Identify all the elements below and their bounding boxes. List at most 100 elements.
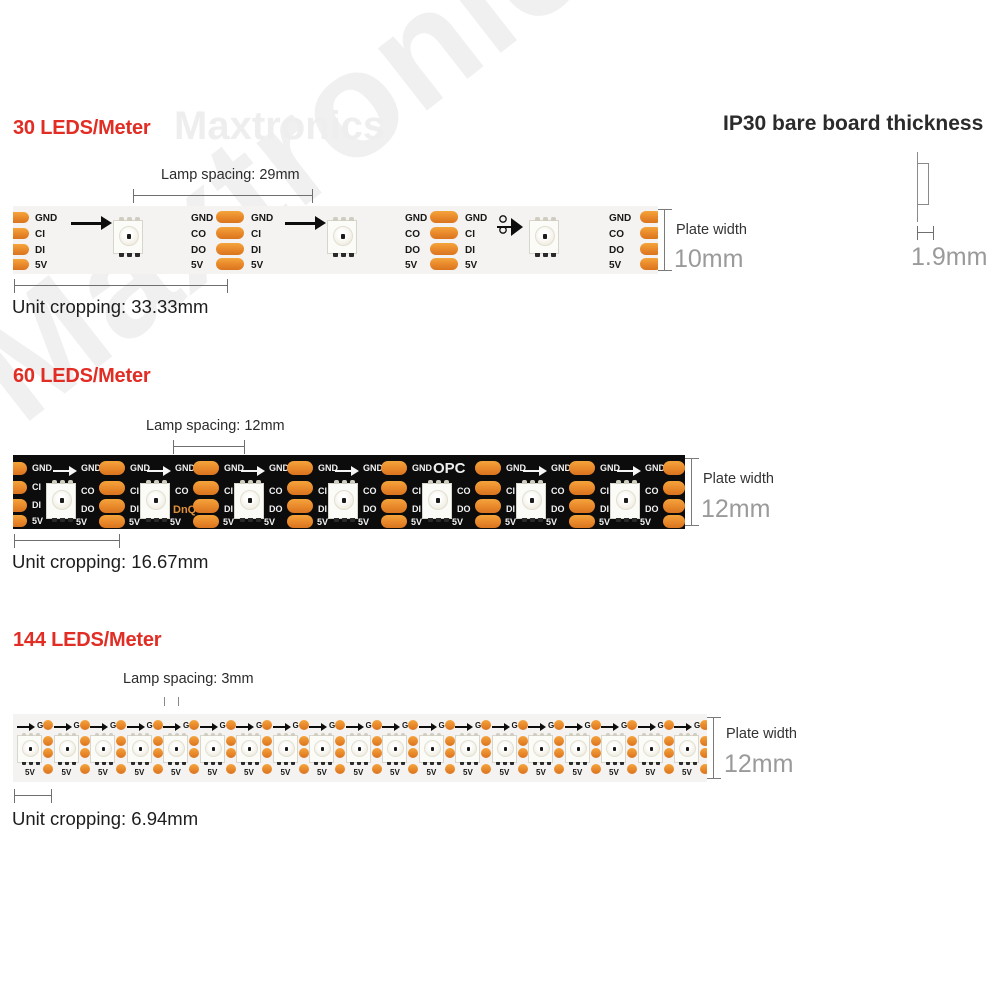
pad-co [287,481,313,495]
pad-signal [481,720,491,730]
led-package [309,733,334,765]
flow-arrow [523,466,547,476]
lamp-spacing-dimension-60 [173,440,245,454]
pad-label-co-out: CO [363,486,377,496]
pad-label-di-in: DI [506,504,515,514]
flow-arrow [382,723,400,731]
pad-signal [189,736,199,746]
pad-gnd [430,211,458,223]
pad-signal [700,720,707,730]
pad-5v [189,764,199,774]
pad-label-5v-out: 5V [76,517,88,527]
pad-label-g: G [329,721,336,730]
led-package [163,733,188,765]
lamp-spacing-label-60: Lamp spacing: 12mm [146,418,285,434]
pad-signal [517,748,528,758]
pad-do [193,499,219,513]
pad-label-5v-in: 5V [251,260,264,271]
pad-label-gnd-out: GND [609,213,632,224]
pad-5v [116,764,126,774]
pad-signal [298,736,309,746]
pad-label-5v-out: 5V [546,517,558,527]
flow-arrow [236,723,254,731]
pad-5v [590,764,601,774]
unit-cropping-dimension-30 [14,279,228,293]
pad-label-gnd-out: GND [363,463,383,473]
pad-signal [700,748,707,758]
pad-signal [225,736,236,746]
plate-width-label-30: Plate width [676,222,747,238]
led-package [234,480,264,522]
led-package [529,217,559,257]
pad-do [475,499,501,513]
pad-do [216,243,244,255]
pad-do [381,499,407,513]
pad-5v [408,764,418,774]
pad-label-gnd-in: GND [600,463,620,473]
led-package [516,480,546,522]
pad-5v [627,764,637,774]
pad-label-5v: 5V [244,768,254,777]
pad-label-5v: 5V [463,768,473,777]
led-package [418,733,444,765]
pad-5v [554,764,564,774]
pad-signal [43,736,53,746]
pad-signal [627,736,637,746]
flow-arrow [637,723,656,731]
pad-label-g: G [146,721,153,730]
pad-label-do-out: DO [363,504,377,514]
pad-label-g: G [73,721,80,730]
flow-arrow [455,723,473,731]
lamp-spacing-tick-right-144 [178,697,179,706]
pad-label-g: G [183,721,190,730]
plate-width-value-144: 12mm [724,750,794,778]
pad-5v [444,764,455,774]
pad-label-g: G [584,721,591,730]
pad-do [569,499,595,513]
pad-5v [700,764,707,774]
pad-label-5v-in: 5V [317,517,329,527]
pad-5v [640,258,658,270]
pad-do [663,499,685,513]
flow-arrow [617,466,641,476]
led-package [491,733,517,765]
pad-signal [116,748,126,758]
pad-label-co-out: CO [405,229,420,240]
section-title-144-leds: 144 LEDS/Meter [13,629,162,651]
pad-signal [590,736,601,746]
thickness-dimension-line [917,226,934,240]
pad-label-5v: 5V [682,768,692,777]
pad-signal [371,736,382,746]
pad-label-ci-in: CI [251,229,261,240]
led-package [17,733,42,765]
lamp-spacing-label-30: Lamp spacing: 29mm [161,167,300,183]
plate-width-dimension-30 [658,209,672,271]
pad-label-g: G [621,721,628,730]
pad-gnd [193,461,219,475]
pad-ci-in [13,481,27,494]
pad-label-5v: 5V [390,768,400,777]
pad-signal [444,720,455,730]
pad-label-g: G [37,721,44,730]
led-package [382,733,407,765]
pad-ci-in [13,228,29,239]
pad-label-5v-out: 5V [452,517,464,527]
pad-label-5v-out: 5V [405,260,418,271]
pad-do [99,499,125,513]
pad-do [640,243,658,255]
pad-label-g: G [292,721,299,730]
pad-signal [116,720,126,730]
pad-label-gnd-in: GND [318,463,338,473]
flow-arrow [674,723,692,731]
flow-arrow [309,723,327,731]
pad-signal [116,736,126,746]
flow-arrow [335,466,359,476]
pad-label-ci-in: CI [224,486,233,496]
pad-label-5v-out: 5V [609,260,622,271]
pad-signal [627,748,637,758]
pad-label-gnd-in: GND [251,213,274,224]
pad-label-ci-in: CI [35,229,45,240]
flow-arrow [528,723,546,731]
pad-gnd-in [13,462,27,475]
pad-signal [481,748,491,758]
